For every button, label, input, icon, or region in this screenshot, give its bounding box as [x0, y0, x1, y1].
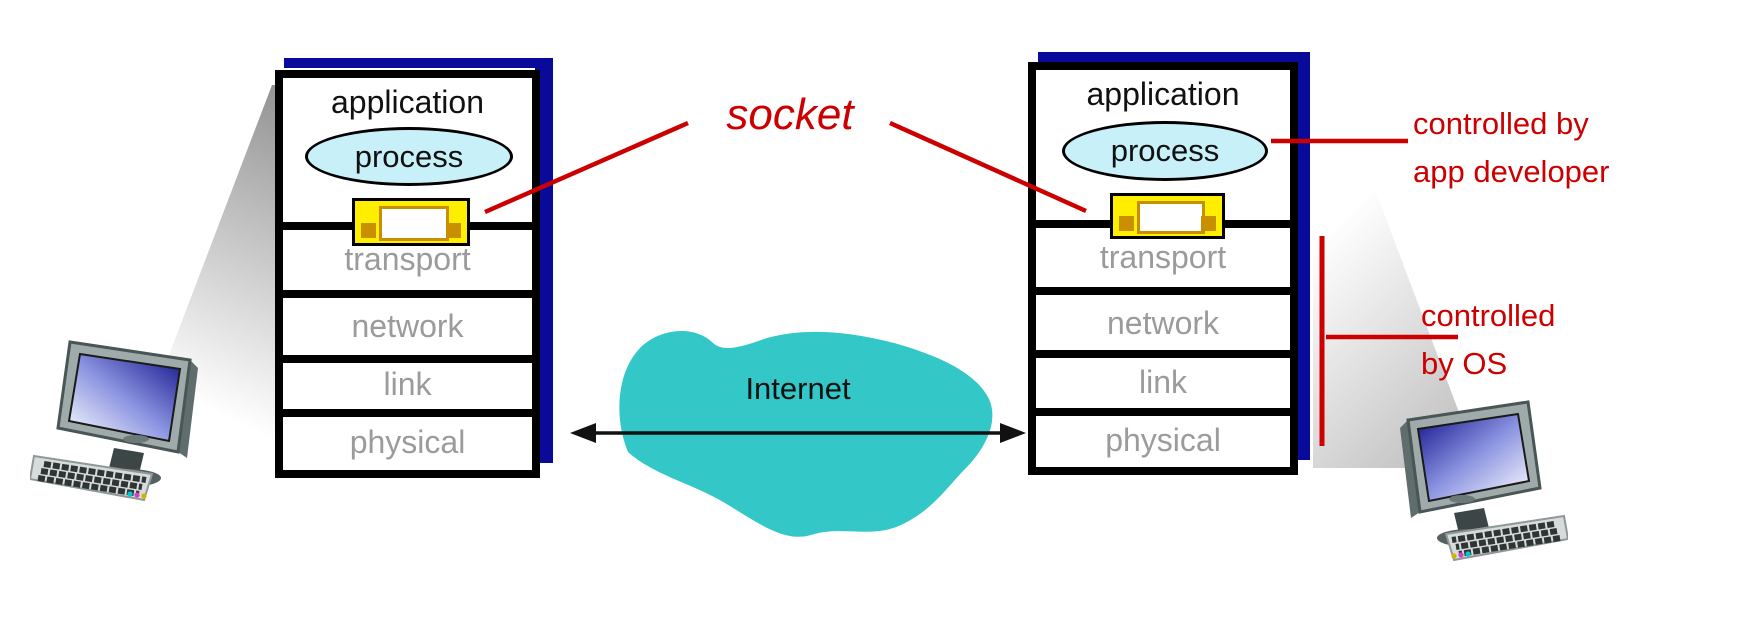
monitor-screen	[1416, 412, 1531, 503]
internet-label: Internet	[745, 371, 851, 406]
keyboard-keys-row2	[1455, 528, 1558, 550]
controlled-by-app-line2: app developer	[1413, 154, 1610, 189]
controlled-by-os-line1: controlled	[1421, 298, 1556, 333]
left-socket-pin-right	[446, 223, 461, 238]
monitor-depth-edge	[1400, 420, 1420, 518]
keyboard-keys-row2	[40, 468, 143, 490]
right-layer-transport: transport	[1099, 239, 1227, 275]
left-layer-transport: transport	[344, 241, 471, 277]
controlled-by-os-line2: by OS	[1421, 346, 1508, 381]
arrowhead-right	[1000, 423, 1026, 443]
arrowhead-left	[570, 423, 596, 443]
monitor-screen	[67, 352, 182, 443]
keyboard-hotkey-yellow	[141, 493, 147, 499]
right-divider-link-physical	[1036, 408, 1290, 416]
keyboard-hotkey-yellow	[1451, 553, 1457, 559]
right-divider-network-link	[1036, 350, 1290, 358]
controlled-by-app-line1: controlled by	[1413, 106, 1589, 141]
right-process-ellipse: process	[1062, 121, 1268, 181]
right-divider-transport-network	[1036, 287, 1290, 295]
keyboard-keys-row1	[1451, 521, 1555, 543]
right-layer-link: link	[1138, 364, 1187, 400]
right-socket-pin-left	[1119, 216, 1134, 231]
left-divider-network-link	[283, 355, 532, 363]
keyboard-hotkey-cyan	[127, 491, 133, 497]
right-socket-pin-right	[1201, 216, 1216, 231]
left-socket-icon	[352, 198, 470, 246]
controlled-by-os-note: controlled by OS	[1421, 292, 1555, 388]
socket-callout-label: socket	[726, 90, 854, 139]
left-socket-pin-left	[361, 223, 376, 238]
left-layer-physical: physical	[349, 424, 466, 460]
left-layer-link: link	[383, 366, 432, 402]
right-layer-application: application	[1086, 76, 1240, 112]
keyboard-keys-row3	[1458, 535, 1561, 557]
keyboard-hotkey-cyan	[1465, 551, 1471, 557]
monitor-buttons	[123, 435, 149, 443]
keyboard-hotkey-magenta	[1458, 552, 1464, 558]
right-process-label: process	[1110, 133, 1220, 168]
right-socket-icon	[1110, 193, 1225, 239]
monitor-depth-edge	[178, 360, 198, 458]
left-host-computer-icon	[30, 340, 198, 502]
left-layer-network: network	[351, 308, 464, 344]
controlled-by-app-note: controlled by app developer	[1413, 100, 1610, 196]
internet-cloud	[619, 331, 993, 537]
left-layer-application: application	[331, 84, 484, 120]
monitor-buttons	[1449, 495, 1475, 503]
left-stack-shadow-top	[284, 58, 553, 68]
keyboard-hotkey-magenta	[134, 492, 140, 498]
right-layer-physical: physical	[1105, 422, 1221, 458]
right-stack-shadow-top	[1038, 52, 1310, 62]
right-socket-opening	[1137, 201, 1205, 234]
keyboard-keys-row3	[37, 475, 140, 497]
left-divider-link-physical	[283, 409, 532, 417]
left-socket-opening	[379, 206, 449, 241]
protocol-stack-right	[1028, 62, 1298, 475]
left-process-ellipse: process	[305, 127, 513, 186]
left-process-label: process	[354, 138, 464, 174]
keyboard-keys-row1	[43, 461, 147, 483]
left-divider-transport-network	[283, 290, 532, 298]
right-layer-network: network	[1106, 305, 1220, 341]
right-host-computer-icon	[1400, 400, 1568, 562]
